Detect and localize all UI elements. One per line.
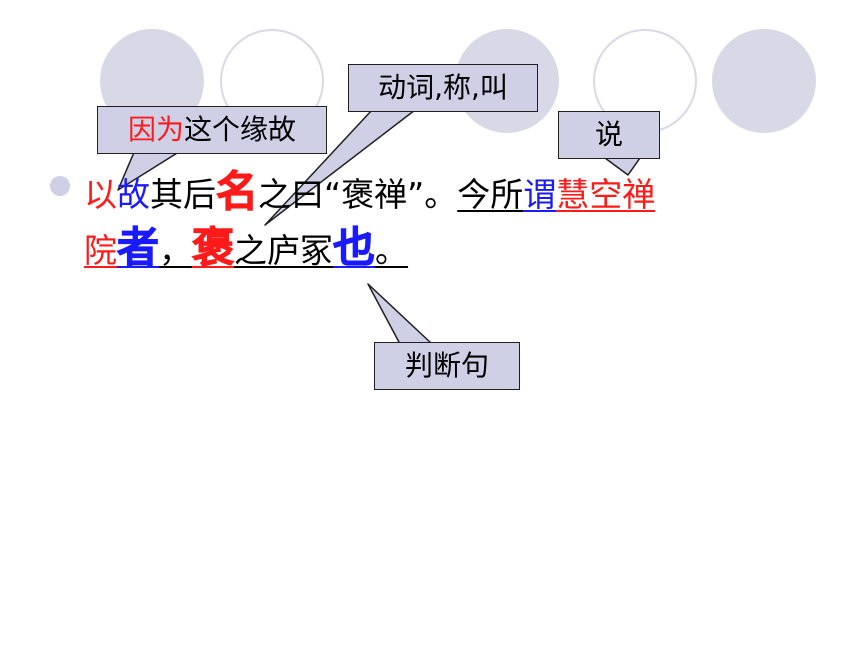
callout-verb-text: 动词,称,叫 [378, 71, 508, 104]
sentence-line-1: 以故其后名之曰“褒禅”。今所谓慧空禅 [84, 170, 656, 214]
callout-because-red: 因为 [127, 113, 184, 146]
callout-verb: 动词,称,叫 [348, 64, 538, 112]
word-yi: 以 [84, 175, 117, 214]
callout-because-black: 这个缘故 [184, 113, 297, 146]
decor-circle-5 [712, 29, 816, 133]
word-jinsuo: 今所 [457, 175, 524, 214]
word-ming: 名 [215, 167, 259, 216]
pointer-judgment [367, 283, 433, 345]
word-zhe: 者 [116, 223, 160, 272]
callout-because: 因为这个缘故 [97, 106, 327, 154]
word-qihou: 其后 [150, 175, 216, 214]
bullet-point [50, 176, 70, 196]
callout-judgment: 判断句 [374, 342, 520, 390]
word-gu: 故 [117, 175, 150, 214]
word-ye: 也 [333, 223, 376, 272]
sentence-line-2: 院者，褒之庐冢也。 [84, 226, 409, 270]
word-zhiyue-baochan: 之曰“褒禅”。 [258, 175, 458, 214]
word-bao: 褒 [192, 223, 235, 272]
word-period: 。 [375, 231, 409, 270]
word-huikongchan: 慧空禅 [556, 175, 656, 214]
callout-say: 说 [558, 111, 660, 159]
word-yuan: 院 [84, 231, 117, 270]
callout-judgment-text: 判断句 [404, 349, 489, 382]
word-zhiluzhong: 之庐冢 [234, 231, 334, 270]
callout-say-text: 说 [594, 118, 623, 151]
word-comma: ， [159, 231, 193, 270]
word-wei: 谓 [523, 175, 557, 214]
